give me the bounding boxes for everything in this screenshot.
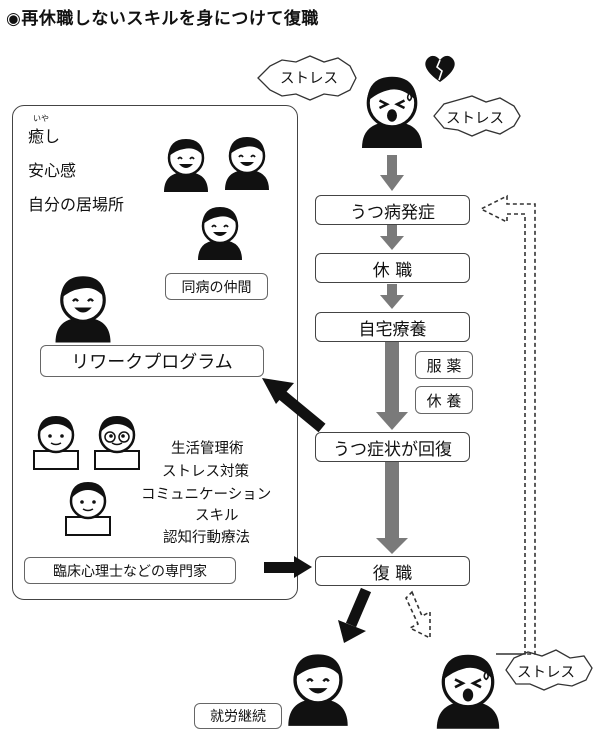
stress-label-3: ストレス bbox=[517, 665, 575, 681]
skill-stress-coping: ストレス対策 bbox=[162, 464, 249, 480]
support-item-belonging: 自分の居場所 bbox=[28, 195, 125, 214]
treatment-medication: 服 薬 bbox=[415, 351, 473, 379]
continued-work-label: 就労継続 bbox=[194, 703, 282, 729]
skill-life-management: 生活管理術 bbox=[171, 441, 244, 457]
skill-communication-cont: スキル bbox=[195, 508, 239, 524]
black-arrows bbox=[262, 378, 372, 643]
flow-step-return: 復 職 bbox=[315, 556, 470, 586]
peer-face-3 bbox=[196, 205, 244, 262]
flow-step-recovery: うつ症状が回復 bbox=[315, 432, 470, 462]
expert-face-2 bbox=[93, 414, 141, 471]
staff-face bbox=[53, 274, 113, 345]
stressed-face-top bbox=[360, 75, 424, 150]
relapse-dashed-arrows bbox=[405, 194, 536, 655]
treatment-rest: 休 養 bbox=[415, 386, 473, 414]
skill-cbt: 認知行動療法 bbox=[163, 530, 250, 546]
ruby-iya: いや bbox=[33, 114, 49, 123]
flow-arrows bbox=[376, 155, 408, 554]
success-face bbox=[286, 652, 350, 728]
stress-burst-3 bbox=[505, 649, 593, 691]
expert-face-3 bbox=[64, 480, 112, 537]
stressed-face-bottom bbox=[435, 653, 501, 731]
stress-label-1: ストレス bbox=[280, 71, 338, 87]
flow-step-leave: 休 職 bbox=[315, 253, 470, 283]
flow-step-onset: うつ病発症 bbox=[315, 195, 470, 225]
peer-face-1 bbox=[162, 137, 210, 194]
rework-program-label: リワークプログラム bbox=[40, 345, 264, 377]
stress-label-2: ストレス bbox=[446, 111, 504, 127]
glasses-icon bbox=[104, 431, 116, 443]
peers-label: 同病の仲間 bbox=[165, 273, 268, 300]
page-title: ◉再休職しないスキルを身につけて復職 bbox=[6, 9, 319, 29]
flow-step-home-care: 自宅療養 bbox=[315, 312, 470, 342]
skill-communication: コミュニケーション bbox=[141, 487, 272, 503]
stress-burst-1 bbox=[257, 55, 357, 101]
stress-burst-2 bbox=[433, 95, 521, 137]
support-item-security: 安心感 bbox=[28, 161, 77, 180]
support-item-heal: 癒し bbox=[28, 127, 61, 146]
peer-face-2 bbox=[223, 135, 271, 192]
expert-face-1 bbox=[32, 414, 80, 471]
experts-label: 臨床心理士などの専門家 bbox=[24, 557, 236, 584]
